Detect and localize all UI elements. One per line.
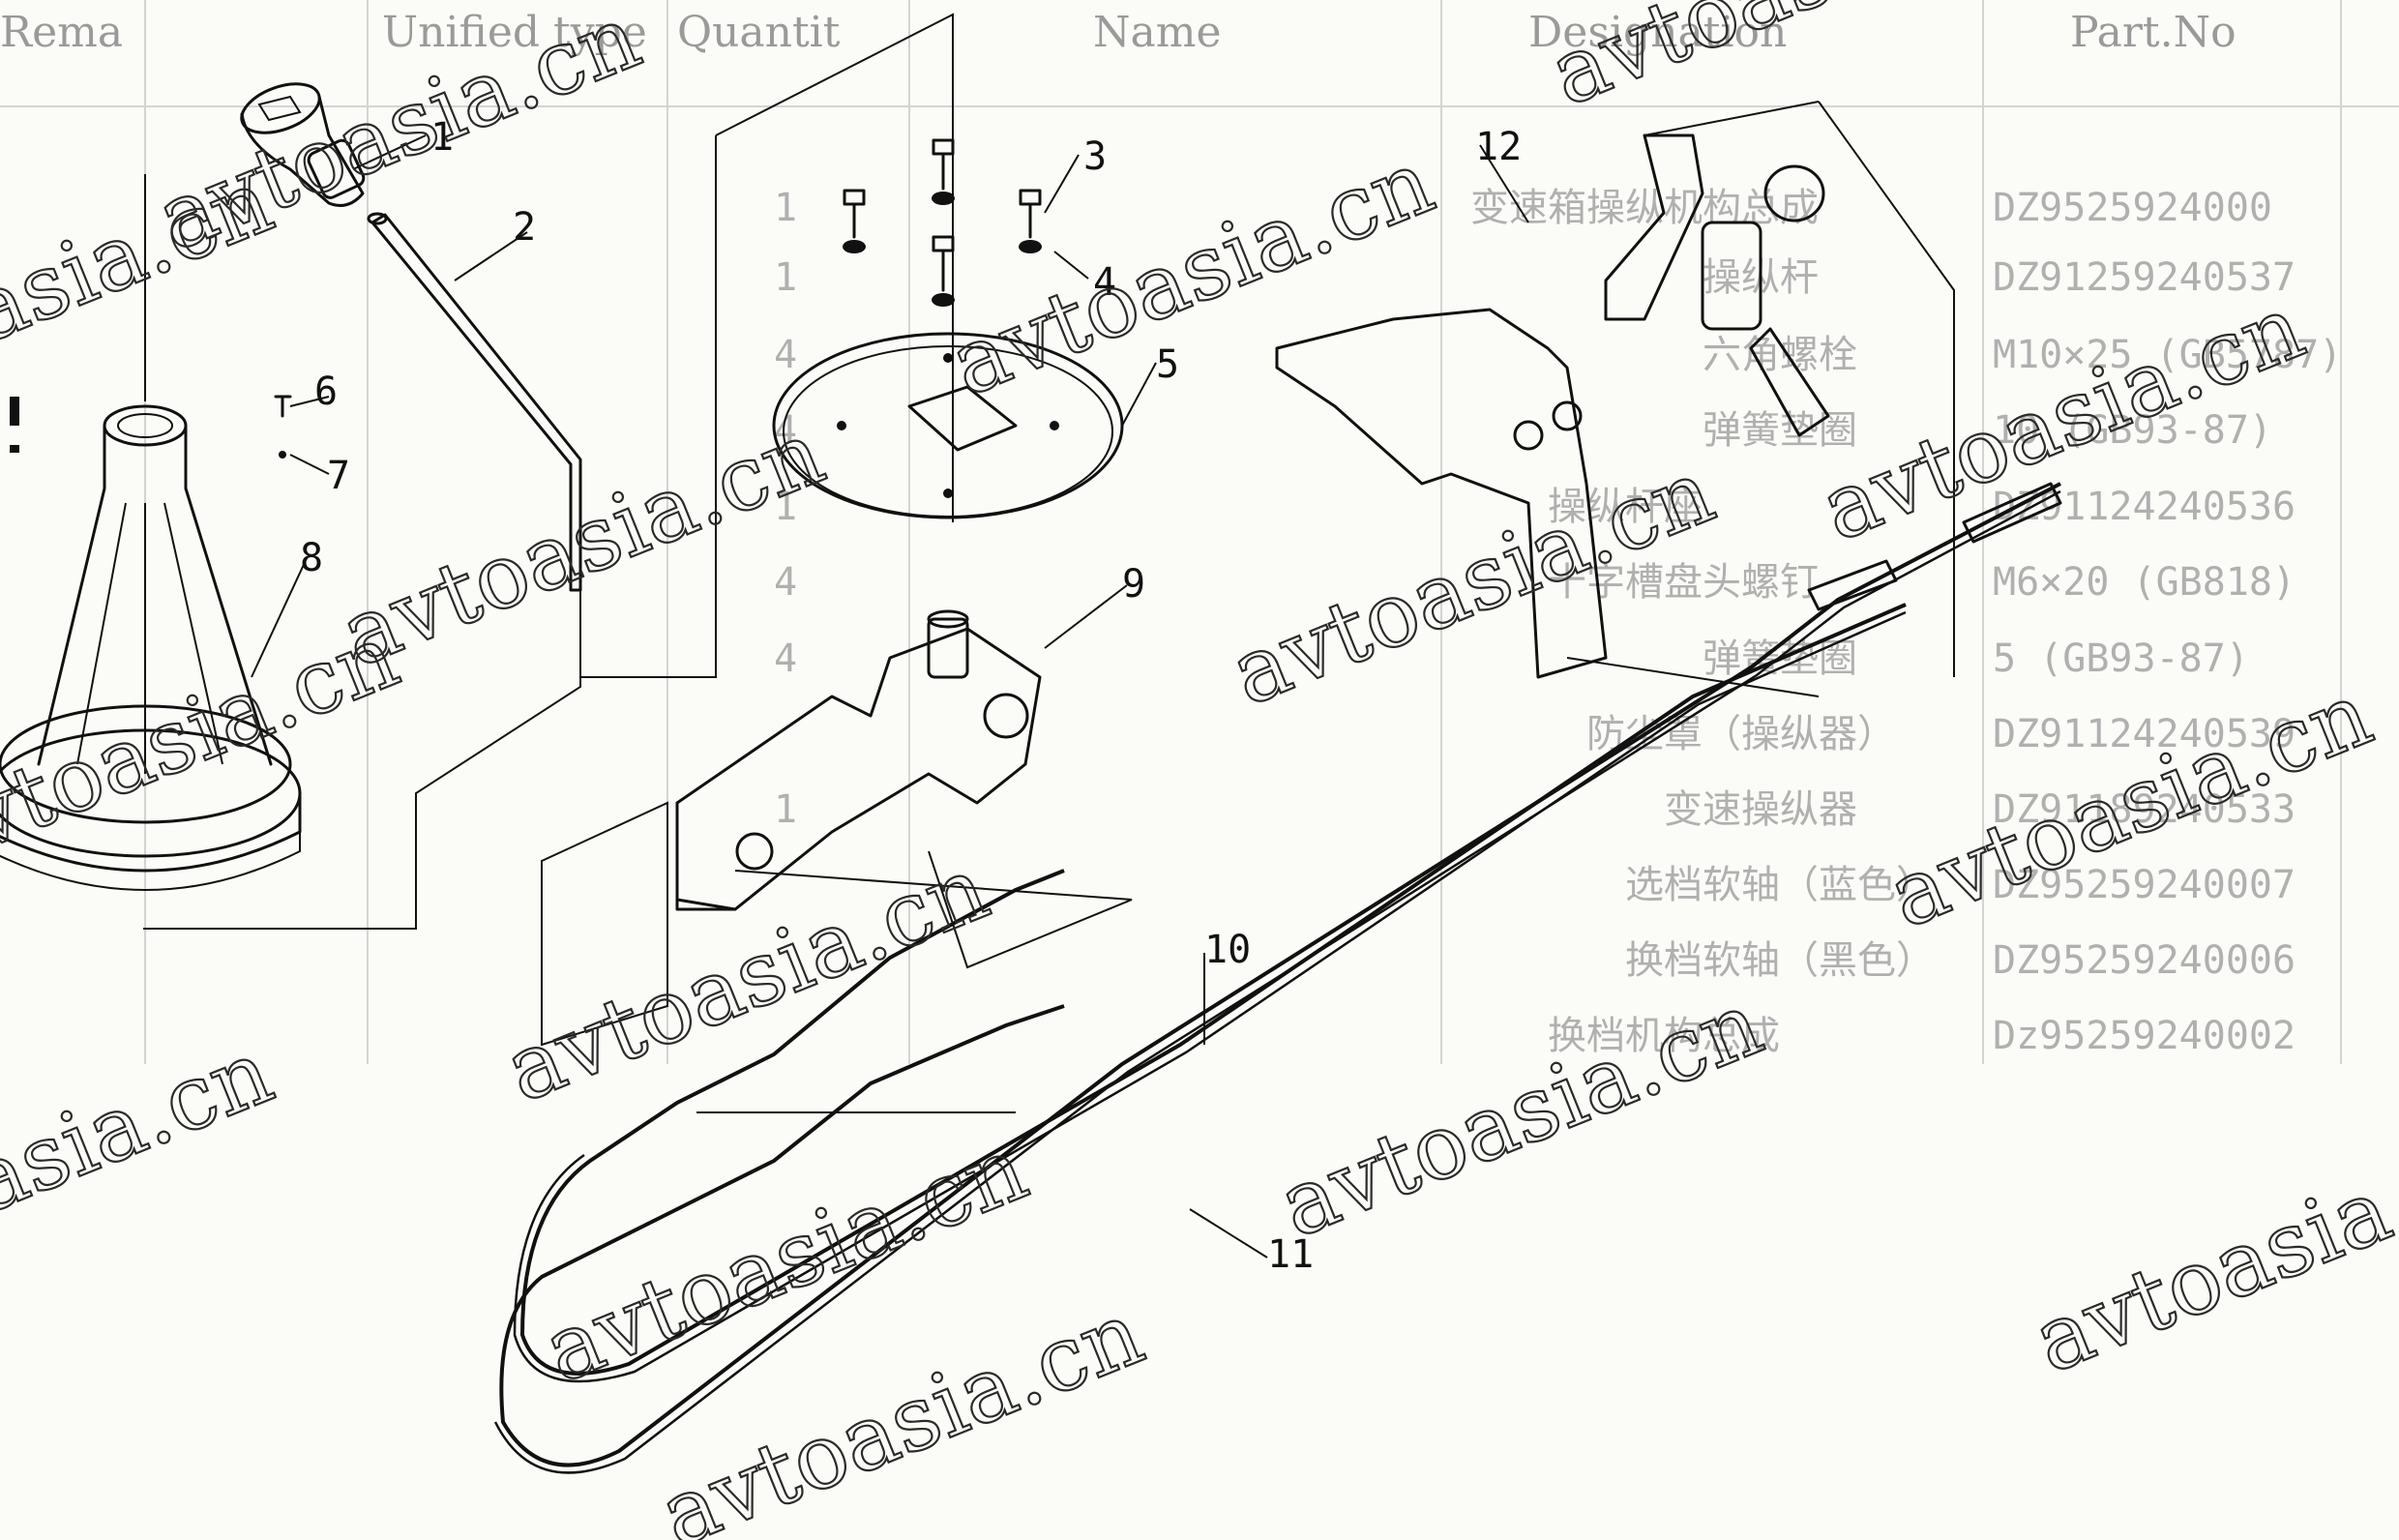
watermark-text: avtoasia.cn (1265, 971, 1775, 1258)
part-no-row: DZ91259240537 (1993, 255, 2295, 300)
name-row: 十字槽盘头螺钉 (1548, 560, 1819, 605)
assembly-leader-lines (143, 13, 1955, 1113)
table-part-numbers: DZ9525924000 DZ91259240537 M10×25 (GB578… (1993, 186, 2342, 1058)
callout-10: 10 (1204, 928, 1251, 972)
part-no-row: DZ9525924000 (1993, 186, 2272, 230)
callout-12: 12 (1475, 125, 1522, 169)
name-row: 换档软轴（黑色） (1625, 938, 1935, 983)
quantity-row: 4 (774, 637, 797, 681)
callout-6: 6 (314, 370, 338, 414)
callout-4: 4 (1093, 260, 1116, 305)
screw-washer-part (10, 395, 292, 459)
header-unified-type: Unified type (382, 8, 647, 57)
part-no-row: DZ91189240533 (1993, 787, 2295, 832)
watermark-text: avtoasia.cn (0, 1020, 286, 1306)
name-row: 换档机构总成 (1548, 1014, 1780, 1058)
bolts-washers-part (843, 138, 1042, 307)
name-row: 变速操纵器 (1664, 787, 1857, 832)
header-part-no: Part.No (2070, 8, 2236, 57)
part-no-row: 10 (GB93-87) (1993, 408, 2272, 453)
part-no-row: DZ91124240536 (1993, 485, 2295, 529)
part-no-row: M6×20 (GB818) (1993, 560, 2295, 605)
callout-8: 8 (300, 536, 323, 580)
quantity-row: 1 (774, 186, 797, 230)
shift-controller-part (675, 609, 1042, 911)
watermark-text: avtoasia.cn (491, 836, 1001, 1122)
dust-boot-part (0, 404, 302, 891)
callout-7: 7 (327, 454, 350, 498)
shift-mechanism-assembly-part (1275, 133, 1830, 679)
name-row: 变速箱操纵机构总成 (1470, 186, 1819, 230)
selector-cable-part (513, 603, 1907, 1383)
name-row: 选档软轴（蓝色） (1625, 863, 1935, 907)
quantity-row: 1 (774, 485, 797, 529)
watermark-text: avtoasia.cn (0, 149, 286, 435)
name-row: 弹簧垫圈 (1703, 408, 1857, 453)
quantity-row: 1 (774, 255, 797, 300)
callout-5: 5 (1156, 342, 1179, 387)
quantity-row: 4 (774, 333, 797, 377)
part-no-row: DZ91124240539 (1993, 712, 2295, 756)
callout-2: 2 (513, 205, 536, 250)
callout-1: 1 (430, 115, 454, 160)
callout-9: 9 (1122, 562, 1145, 607)
lever-base-plate-part (772, 332, 1124, 519)
callout-labels: 1 2 3 4 5 6 7 8 9 10 11 12 (300, 115, 1522, 1277)
quantity-row: 1 (774, 787, 797, 832)
name-row: 六角螺栓 (1703, 333, 1857, 377)
watermark-text: avtoasia.cn (2020, 1107, 2399, 1393)
part-no-row: 5 (GB93-87) (1993, 637, 2249, 681)
part-no-row: DZ95259240007 (1993, 863, 2295, 907)
header-remark: Rema (0, 8, 123, 57)
callout-3: 3 (1083, 134, 1107, 179)
table-quantities: 1 1 4 4 1 4 4 1 (774, 186, 797, 832)
watermark-text: avtoasia.cn (327, 400, 837, 687)
header-designation: Designation (1528, 8, 1787, 57)
callout-11: 11 (1267, 1232, 1314, 1277)
name-row: 操纵杆座 (1548, 485, 1703, 529)
part-no-row: Dz95259240002 (1993, 1014, 2295, 1058)
callout-leaders (251, 134, 1529, 1259)
header-quantity: Quantit (677, 8, 841, 57)
header-name: Name (1093, 8, 1222, 57)
shift-cable-part (493, 482, 2062, 1474)
watermark-text: avtoasia.cn (936, 130, 1446, 416)
part-no-row: M10×25 (GB5787) (1993, 333, 2342, 377)
gear-knob-part (240, 82, 366, 207)
part-no-row: DZ95259240006 (1993, 938, 2295, 983)
quantity-row: 4 (774, 560, 797, 605)
